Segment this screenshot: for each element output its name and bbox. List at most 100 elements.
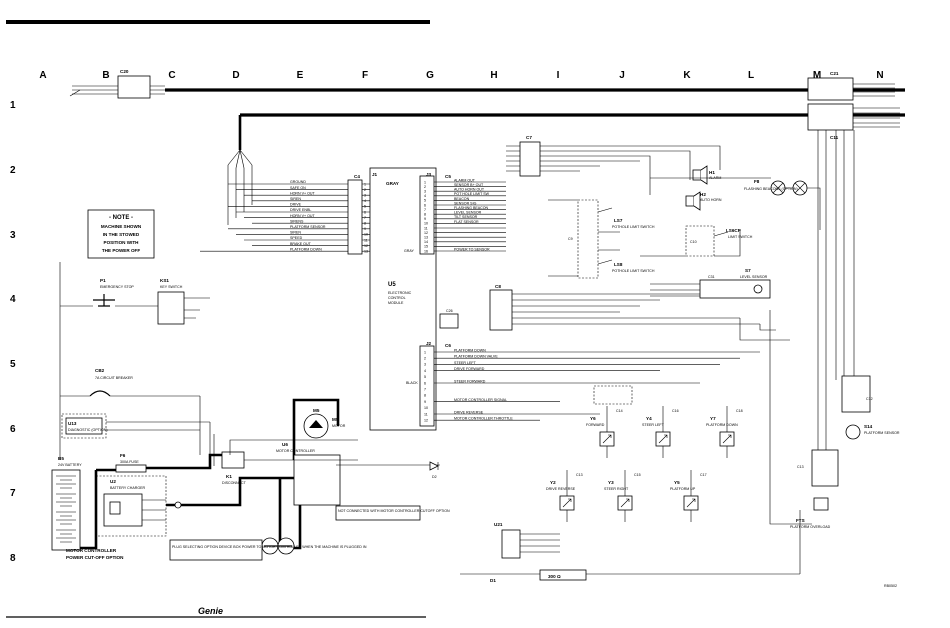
j1-label: J1: [372, 172, 378, 177]
c13-label: C13: [797, 465, 804, 469]
u6-id: U6: [282, 442, 288, 447]
j2-pin-label: STEER LEFT: [454, 361, 477, 365]
motor-note-1: MOTOR CONTROLLER: [66, 548, 117, 553]
j3-pin-number: 6: [424, 203, 426, 207]
j2-pin-number: 6: [424, 381, 426, 385]
fts-id: FTS: [796, 518, 805, 523]
h1-alarm: H1 ALARM: [692, 165, 721, 185]
j3-pin-label: SENSOR SIG: [454, 201, 477, 205]
k1-text: DISCONNECT: [222, 481, 247, 485]
u5-id: U5: [388, 282, 396, 288]
j1-pin-label: SIREN: [290, 197, 301, 201]
u6-text: MOTOR CONTROLLER: [276, 449, 315, 453]
fuse-f6: [115, 464, 147, 473]
f8-text: FLASHING BEACONS (OPTION): [744, 187, 798, 191]
cutoff-note: PLUG SELECTING OPTION DEVICE BOX POWER T…: [172, 545, 367, 549]
j2-pin-label: MOTOR CONTROLLER SIGNAL: [454, 398, 507, 402]
j3-pin-label: TILT SENSOR: [454, 215, 478, 219]
j2-pin-label: PLATFORM DOWN VALVE: [454, 355, 498, 359]
valve-id: Y2: [550, 480, 556, 485]
u13-text: DIAGNOSTIC (OPTION): [68, 428, 108, 432]
j2-pin-number: 3: [424, 363, 426, 367]
j3-pin-label: ALARM OUT: [454, 178, 476, 182]
j3-pin-number: 3: [424, 190, 426, 194]
s7-id: S7: [745, 268, 751, 273]
u5-line-1: ELECTRONIC: [388, 291, 412, 295]
d2-id: D2: [432, 475, 437, 479]
s14-text: PLATFORM SENSOR: [864, 431, 900, 435]
s7-text: LEVEL SENSOR: [740, 275, 768, 279]
valve-text: STEER RIGHT: [604, 487, 629, 491]
contactor-k1: [221, 451, 245, 469]
j3-color: GRAY: [404, 249, 415, 253]
j2-pin-number: 11: [424, 412, 428, 416]
row-label-1: 1: [10, 100, 16, 111]
j2-label: J2: [426, 341, 432, 346]
j3-pin-number: 13: [424, 236, 428, 240]
column-label-N: N: [876, 70, 883, 81]
valve-text: STEER LEFT: [642, 423, 665, 427]
s7-sensor: C31 S7 LEVEL SENSOR: [650, 268, 771, 299]
j1-pin-label: SIRENS: [290, 219, 304, 223]
b5-text: 24V BATTERY: [58, 463, 82, 467]
c8-label: C8: [495, 284, 501, 289]
b5-id: B5: [58, 456, 64, 461]
ls8-id: LS8: [614, 262, 623, 267]
u2-id: U2: [110, 479, 116, 484]
part-number: RB0502: [884, 584, 897, 588]
j3-pin-label: FLAT SENSOR: [454, 220, 479, 224]
column-label-L: L: [748, 70, 754, 81]
ls7-id: LS7: [614, 218, 623, 223]
j3-pin-number: 4: [424, 194, 426, 198]
c7-label: C7: [526, 135, 532, 140]
valve-text: FORWARD: [586, 423, 605, 427]
valve-connector: C13: [576, 473, 583, 477]
m5-tag: M5: [332, 417, 339, 422]
j1-pin-number: 9: [364, 227, 366, 231]
j1-pin-label: SIREN: [290, 231, 301, 235]
j3-pin-label: FLASHING BEACON: [454, 206, 489, 210]
c26-connector: C26: [439, 309, 459, 329]
j2-pin-number: 2: [424, 357, 426, 361]
j2-pin-number: 4: [424, 369, 426, 373]
column-label-K: K: [683, 70, 691, 81]
k1-id: K1: [226, 474, 232, 479]
j1-pin-number: 2: [364, 188, 366, 192]
valve-text: DRIVE REVERSE: [546, 487, 576, 491]
j3-pin-number: 15: [424, 245, 428, 249]
cb2-breaker: CB2 7A CIRCUIT BREAKER: [60, 368, 200, 397]
j1-pin-number: 12: [364, 244, 368, 248]
u5-ecm: J1 GRAY J3 GRAY U5 ELECTRONIC CONTROL MO…: [369, 167, 437, 431]
j1-pin-label: HORN V+ OUT: [290, 214, 315, 218]
controller-note: NOT CONNECTED WITH MOTOR CONTROLLER CUTO…: [338, 509, 450, 513]
valve-id: Y4: [646, 416, 652, 421]
d1-id: D1: [490, 578, 496, 583]
r1-value: 300 Ω: [548, 574, 561, 579]
column-label-F: F: [362, 70, 368, 81]
j3-pin-number: 7: [424, 208, 426, 212]
f8-id: F8: [754, 179, 760, 184]
c8-connector: C8: [489, 284, 760, 331]
column-label-G: G: [426, 70, 434, 81]
top-harness: C20 C21 C11: [69, 69, 905, 225]
j1-pin-label: BRAKE OUT: [290, 242, 312, 246]
j1-pin-label: PLATFORM SENSOR: [290, 225, 326, 229]
cb2-text: 7A CIRCUIT BREAKER: [95, 376, 133, 380]
c20-label: C20: [120, 69, 129, 74]
j3-pin-number: 10: [424, 222, 428, 226]
j1-pin-number: 11: [364, 238, 368, 242]
column-label-A: A: [39, 70, 46, 81]
u5-line-3: MODULE: [388, 301, 404, 305]
note-line-4: THE POWER OFF: [102, 248, 140, 253]
note-box: - NOTE - MACHINE SHOWN IN THE STOWED POS…: [87, 209, 155, 259]
valve-connector: C15: [634, 473, 641, 477]
c7-connector: C7: [506, 135, 721, 195]
valve-id: Y5: [674, 480, 680, 485]
column-label-D: D: [232, 70, 239, 81]
j2-pin-label: MOTOR CONTROLLER THROTTLE: [454, 417, 513, 421]
h2-horn: H2 AUTO HORN: [685, 191, 722, 211]
